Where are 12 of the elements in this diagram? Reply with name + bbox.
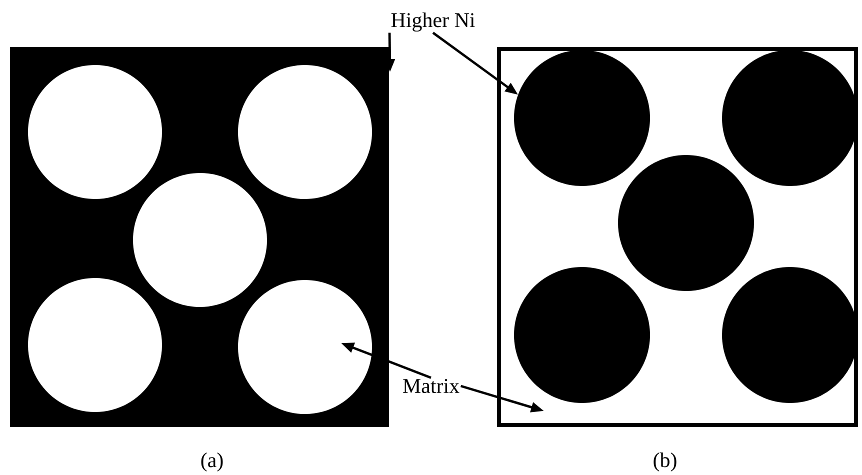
callout-label: Matrix bbox=[403, 378, 460, 394]
panel-label: (a) bbox=[201, 452, 223, 472]
particle-circle bbox=[618, 155, 754, 291]
callout-label: Higher Ni bbox=[391, 12, 475, 32]
hole-circle bbox=[28, 65, 162, 199]
hole-circle bbox=[238, 280, 372, 414]
hole-circle bbox=[133, 173, 267, 307]
hole-circle bbox=[238, 65, 372, 199]
panel-label: (b) bbox=[654, 452, 676, 472]
hole-circle bbox=[28, 278, 162, 412]
particle-circle bbox=[514, 50, 650, 186]
particle-circle bbox=[514, 267, 650, 403]
